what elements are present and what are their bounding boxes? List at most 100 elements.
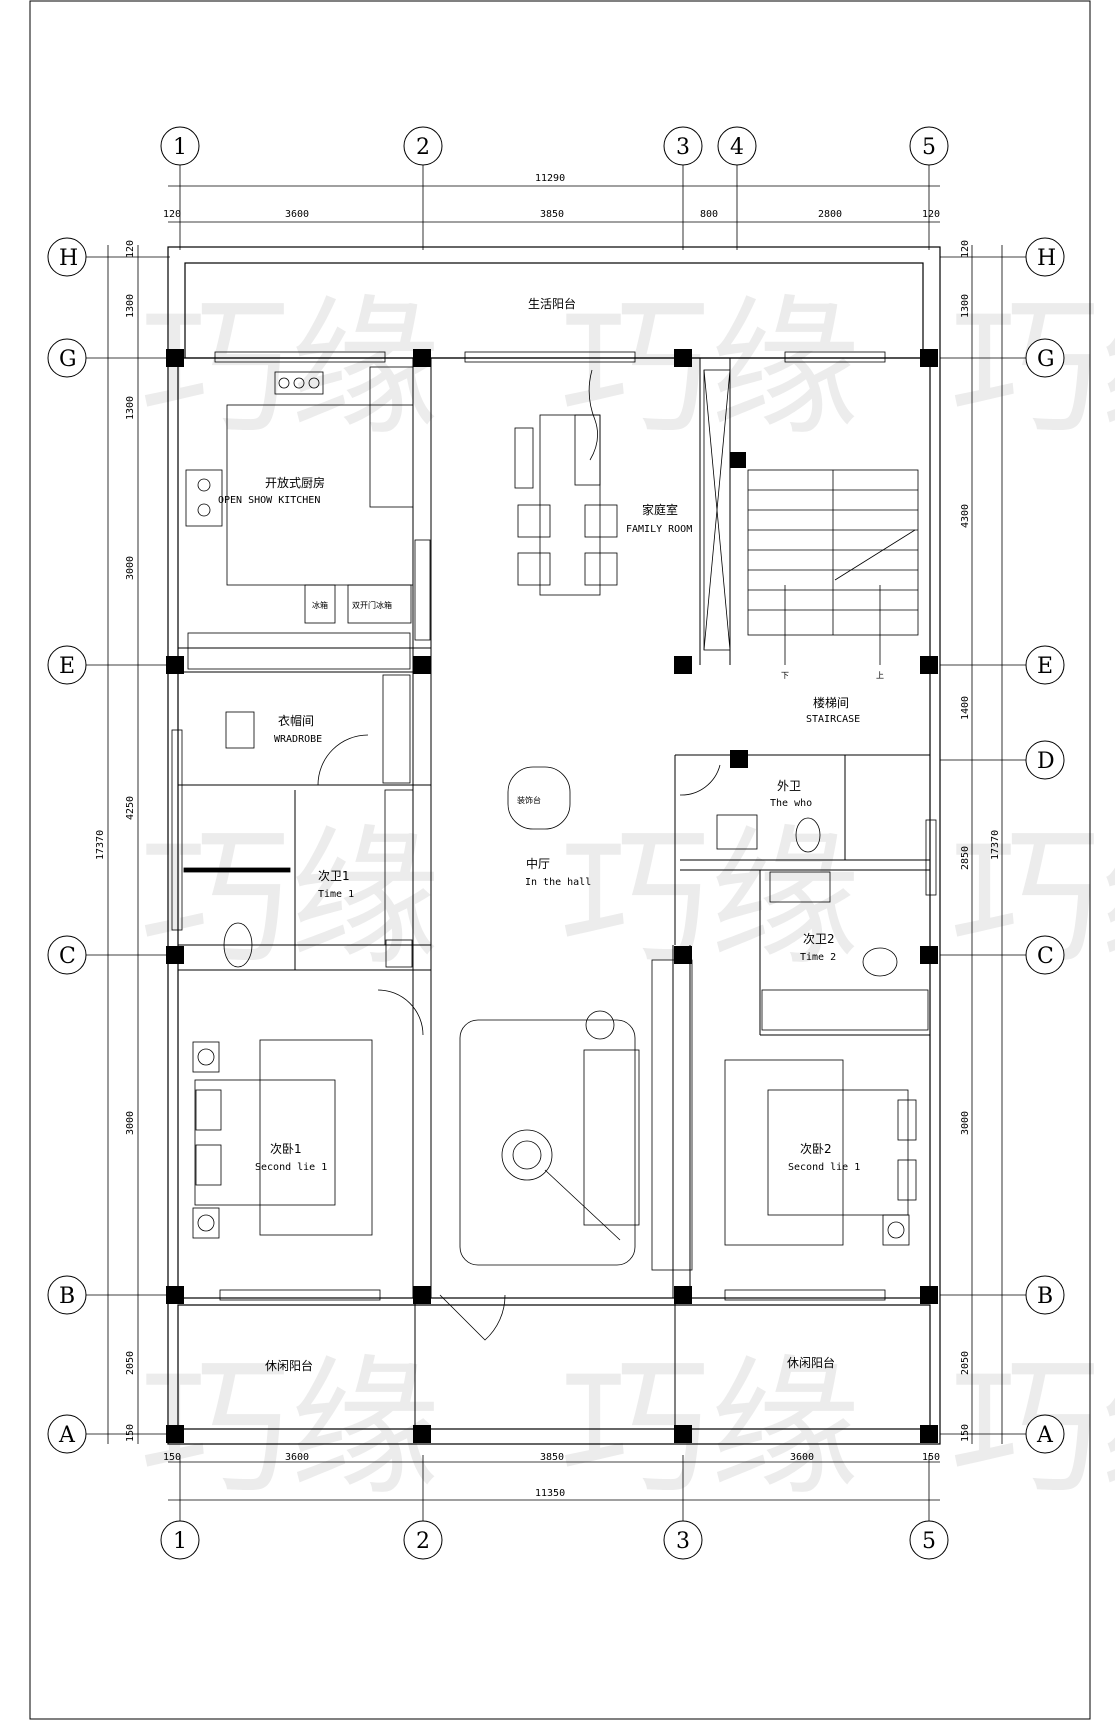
dim-top-seg: 3850 [540, 209, 564, 220]
bedroom-2-label-cn: 次卧2 [800, 1142, 832, 1156]
grid-label: B [1037, 1284, 1053, 1309]
bedroom-1-label-cn: 次卧1 [270, 1142, 302, 1156]
bedroom-2-label-en: Second lie 1 [788, 1162, 860, 1173]
dim-right-seg: 120 [960, 240, 971, 258]
windows [171, 351, 937, 1301]
bath-2-label-cn: 次卫2 [803, 932, 835, 946]
dim-left-seg: 3000 [125, 1111, 136, 1135]
dim-left-seg: 150 [125, 1424, 136, 1442]
bath-1 [183, 789, 414, 968]
dim-right-seg: 1300 [960, 294, 971, 318]
bath-1-label-en: Time 1 [318, 889, 354, 900]
family-room-label-en: FAMILY ROOM [626, 524, 692, 535]
dim-bottom-seg: 3850 [540, 1452, 564, 1463]
dim-bottom-seg: 3600 [285, 1452, 309, 1463]
dim-left-seg: 1300 [125, 294, 136, 318]
grid-label: D [1037, 749, 1055, 774]
grid-label: A [58, 1423, 76, 1448]
grid-label: 2 [416, 1529, 430, 1554]
structural-columns [166, 349, 938, 1443]
dim-top-seg: 3600 [285, 209, 309, 220]
bedroom-1-label-en: Second lie 1 [255, 1162, 327, 1173]
toilet-outer-label-cn: 外卫 [777, 779, 801, 793]
kitchen-label-en: OPEN SHOW KITCHEN [218, 495, 320, 506]
kitchen-fridge-label: 冰箱 [312, 600, 328, 610]
dim-left-total: 17370 [95, 830, 106, 860]
balcony-left-label: 休闲阳台 [265, 1358, 313, 1373]
wardrobe-label-cn: 衣帽间 [278, 713, 314, 728]
grid-bubbles-bottom [160, 1520, 949, 1560]
dim-top-total: 11290 [535, 173, 565, 184]
staircase-label-cn: 楼梯间 [813, 695, 849, 710]
dim-right-seg: 1400 [960, 696, 971, 720]
watermark: 巧缘 [560, 282, 860, 456]
watermark: 巧缘 [140, 812, 440, 986]
dim-top-seg: 2800 [818, 209, 842, 220]
grid-label: 1 [173, 1529, 187, 1554]
family-room-furniture [514, 369, 618, 596]
toilet-outer [679, 764, 821, 853]
dim-left-seg: 2050 [125, 1351, 136, 1375]
dim-right-seg: 2850 [960, 846, 971, 870]
bedroom-2 [724, 1059, 917, 1246]
dimension-left [107, 245, 139, 1444]
drawing-frame [29, 0, 1091, 1720]
dimension-top [168, 185, 940, 223]
balcony-top-label: 生活阳台 [528, 296, 576, 311]
grid-labels-rows: H H G G E E D C C B B A A [58, 246, 1056, 1448]
dim-left-seg: 3000 [125, 556, 136, 580]
dim-right-seg: 2050 [960, 1351, 971, 1375]
kitchen-cabinet-label: 双开门冰箱 [352, 600, 392, 610]
dim-bottom-seg: 150 [163, 1452, 181, 1463]
grid-label: H [59, 246, 78, 271]
dim-right-seg: 3000 [960, 1111, 971, 1135]
dim-left-seg: 1300 [125, 396, 136, 420]
dimension-right [971, 245, 1003, 1444]
dim-right-seg: 150 [960, 1424, 971, 1442]
dim-bottom-total: 11350 [535, 1488, 565, 1499]
grid-label: E [1037, 654, 1053, 679]
watermark: 巧缘 [560, 812, 860, 986]
grid-label: A [1036, 1423, 1054, 1448]
dim-left-seg: 4250 [125, 796, 136, 820]
grid-label: H [1037, 246, 1056, 271]
grid-label: B [59, 1284, 75, 1309]
entrance-door [439, 1294, 506, 1341]
balcony-right-label: 休闲阳台 [787, 1355, 835, 1370]
kitchen [185, 366, 431, 670]
dim-top-seg: 120 [922, 209, 940, 220]
staircase [703, 369, 919, 665]
hall-label-cn: 中厅 [526, 856, 550, 871]
dimension-bottom [168, 1461, 940, 1501]
dim-bottom-seg: 150 [922, 1452, 940, 1463]
dim-left-seg: 120 [125, 240, 136, 258]
grid-label: G [1037, 347, 1055, 372]
wardrobe-label-en: WRADROBE [274, 734, 322, 745]
bedroom-1 [192, 989, 424, 1239]
grid-label: 3 [676, 135, 690, 160]
grid-bubbles-top [160, 126, 949, 166]
grid-labels-bottom: 1 2 3 5 [173, 1529, 936, 1554]
hall-label-en: In the hall [525, 877, 591, 888]
watermark: 巧缘 [140, 282, 440, 456]
grid-label: 4 [730, 135, 744, 160]
bath-1-label-cn: 次卫1 [318, 869, 350, 883]
grid-label: C [1037, 944, 1054, 969]
stair-up-label: 上 [876, 671, 884, 680]
grid-label: 1 [173, 135, 187, 160]
grid-label: 5 [922, 135, 936, 160]
grid-label: C [59, 944, 76, 969]
dim-right-seg: 4300 [960, 504, 971, 528]
staircase-label-en: STAIRCASE [806, 714, 860, 725]
dim-top-seg: 120 [163, 209, 181, 220]
hall-furniture [459, 766, 693, 1271]
stair-down-label: 下 [781, 671, 789, 680]
bath-2 [761, 871, 929, 1031]
bath-2-label-en: Time 2 [800, 952, 836, 963]
family-room-label-cn: 家庭室 [642, 502, 678, 517]
grid-label: 5 [922, 1529, 936, 1554]
dim-top-seg: 800 [700, 209, 718, 220]
dim-bottom-seg: 3600 [790, 1452, 814, 1463]
watermark-layer: 巧缘 巧缘 巧缘 巧缘 巧缘 巧缘 巧缘 巧缘 巧缘 [140, 282, 1115, 1516]
